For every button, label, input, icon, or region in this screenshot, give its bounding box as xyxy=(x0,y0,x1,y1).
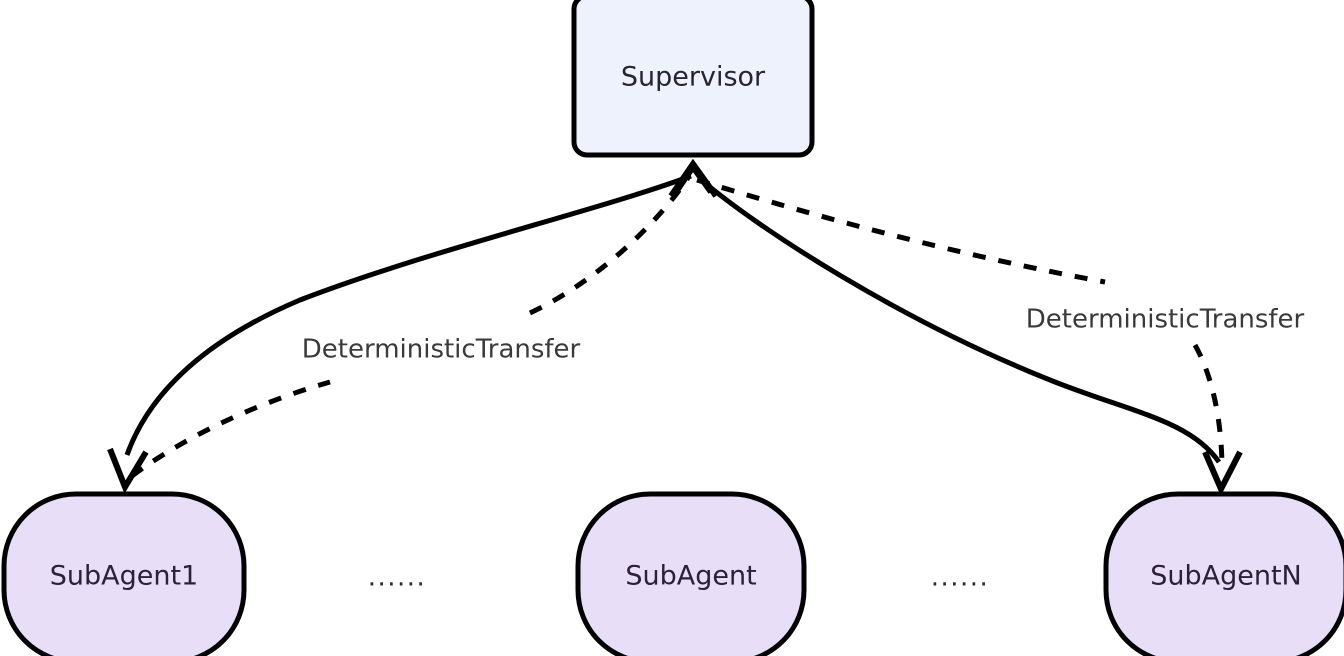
edge-label-right-text: DeterministicTransfer xyxy=(1026,305,1305,335)
node-subagentn[interactable]: SubAgentN xyxy=(1103,491,1344,656)
node-subagent-shape[interactable] xyxy=(575,491,807,656)
edge-label-left-text: DeterministicTransfer xyxy=(302,335,581,365)
edge-supervisor-to-subagentn-path xyxy=(697,176,1222,464)
edge-label-right: DeterministicTransfer xyxy=(1020,302,1310,338)
edge-supervisor-to-subagent1-path xyxy=(124,173,692,456)
node-subagent[interactable]: SubAgent xyxy=(575,491,807,656)
node-subagentn-label: SubAgentN xyxy=(1150,561,1302,592)
edge-label-left: DeterministicTransfer xyxy=(296,332,586,368)
arrowhead-into-subagent1 xyxy=(107,447,149,494)
edge-label-left-backdrop xyxy=(296,332,586,368)
node-subagent-label: SubAgent xyxy=(625,561,756,592)
edge-subagent1-to-supervisor xyxy=(130,161,714,479)
edge-supervisor-to-subagentn xyxy=(697,176,1243,497)
edge-subagent1-to-supervisor-upper xyxy=(528,176,691,316)
arrowhead-into-supervisor-shape xyxy=(668,158,719,198)
node-subagent1-label: SubAgent1 xyxy=(50,561,199,592)
node-supervisor[interactable]: Supervisor xyxy=(571,0,815,158)
node-supervisor-label: Supervisor xyxy=(621,62,766,93)
node-subagentn-shape[interactable] xyxy=(1103,491,1344,656)
node-supervisor-shape[interactable] xyxy=(571,0,815,158)
node-subagent1[interactable]: SubAgent1 xyxy=(1,491,247,656)
edge-supervisor-to-subagent1 xyxy=(107,173,692,494)
edge-subagentn-to-supervisor-upper xyxy=(696,177,1106,285)
ellipsis-right-text: ...... xyxy=(931,563,990,593)
arrowhead-into-supervisor xyxy=(668,158,719,198)
edge-label-right-backdrop xyxy=(1020,302,1310,338)
edge-subagent1-to-supervisor-lower xyxy=(130,379,331,479)
edge-subagentn-to-supervisor xyxy=(696,177,1225,471)
ellipsis-left-text: ...... xyxy=(368,563,427,593)
ellipsis-left: ...... xyxy=(368,563,427,593)
ellipsis-right: ...... xyxy=(931,563,990,593)
arrowhead-into-subagentn xyxy=(1202,450,1243,497)
node-subagent1-shape[interactable] xyxy=(1,491,247,656)
edge-subagentn-to-supervisor-lower xyxy=(1192,343,1225,471)
